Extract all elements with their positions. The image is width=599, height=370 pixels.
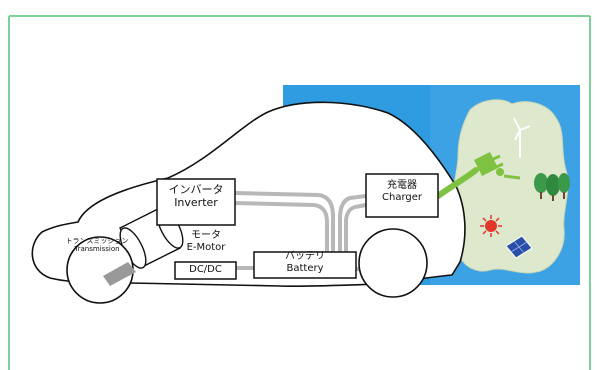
inverter-label: インバータ Inverter — [157, 183, 235, 209]
battery-box — [253, 251, 357, 279]
charger-label-ja: 充電器 — [387, 180, 417, 191]
motor-label-en: E-Motor — [186, 242, 226, 253]
inverter-label-en: Inverter — [174, 196, 218, 210]
motor-label-ja: モータ — [191, 230, 221, 241]
green-frame — [8, 15, 591, 370]
front-wheel — [358, 228, 428, 298]
inverter-label-ja: インバータ — [168, 183, 224, 196]
transmission-label-en: Transmission — [74, 245, 120, 254]
dcdc-label-en: DC/DC — [189, 264, 222, 275]
battery-label-ja: バッテリ — [285, 251, 325, 262]
sun-icon — [480, 215, 502, 237]
dcdc-box — [174, 261, 237, 280]
charging-plug-icon — [435, 152, 521, 199]
battery-label: バッテリ Battery — [254, 251, 356, 275]
power-cables — [233, 191, 382, 272]
trees-icon — [534, 173, 570, 201]
inverter-box — [156, 178, 236, 226]
wind-turbine-icon — [513, 117, 531, 158]
transmission-label-ja: トランスミッション — [65, 237, 129, 245]
charger-label: 充電器 Charger — [366, 180, 438, 204]
motor-label: モータ E-Motor — [176, 230, 236, 254]
charger-label-en: Charger — [382, 192, 422, 203]
dcdc-label: DC/DC — [175, 264, 236, 276]
solar-panel-icon — [505, 235, 533, 259]
charger-box — [365, 173, 439, 218]
battery-label-en: Battery — [286, 263, 324, 274]
transmission-label: トランスミッション Transmission — [54, 237, 140, 254]
drive-shaft — [103, 262, 136, 286]
